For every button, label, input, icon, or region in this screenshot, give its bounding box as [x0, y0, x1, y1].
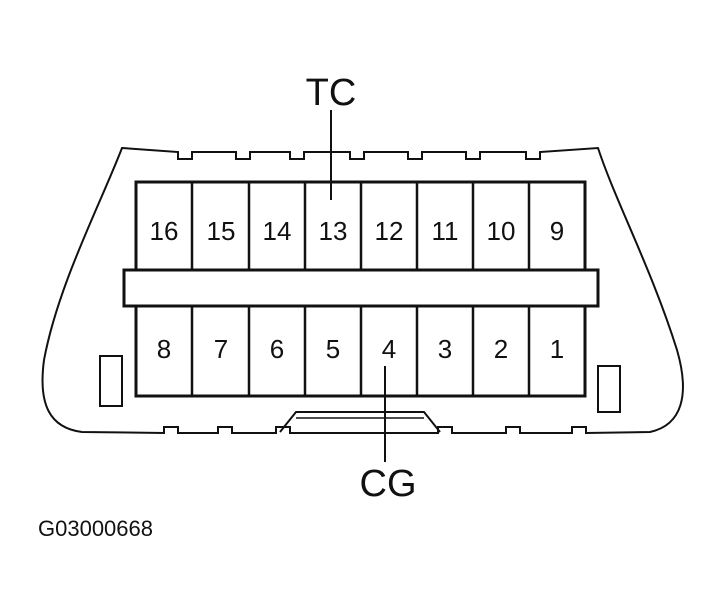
pin-number: 3	[438, 334, 452, 364]
pin-number: 4	[382, 334, 396, 364]
pin-number: 8	[157, 334, 171, 364]
pin-number: 11	[432, 216, 459, 246]
left-latch	[99, 355, 123, 407]
pin-number: 9	[550, 216, 564, 246]
connector-key	[279, 411, 441, 433]
pin-number: 5	[326, 334, 340, 364]
pin-number: 13	[319, 216, 348, 246]
pin-number: 16	[150, 216, 179, 246]
pin-number: 7	[214, 334, 228, 364]
cg-callout-label: CG	[360, 463, 417, 505]
connector-housing	[41, 146, 684, 435]
pin-number: 10	[487, 216, 516, 246]
right-latch	[597, 365, 621, 413]
tc-callout-label: TC	[306, 72, 357, 114]
pin-number: 1	[550, 334, 564, 364]
pin-number: 12	[375, 216, 404, 246]
pin-number: 15	[207, 216, 236, 246]
pin-number: 14	[263, 216, 292, 246]
center-divider	[122, 268, 600, 308]
pin-number: 2	[494, 334, 508, 364]
pin-cell-dividers	[190, 182, 531, 396]
figure-id: G03000668	[38, 516, 153, 541]
pin-number: 6	[270, 334, 284, 364]
